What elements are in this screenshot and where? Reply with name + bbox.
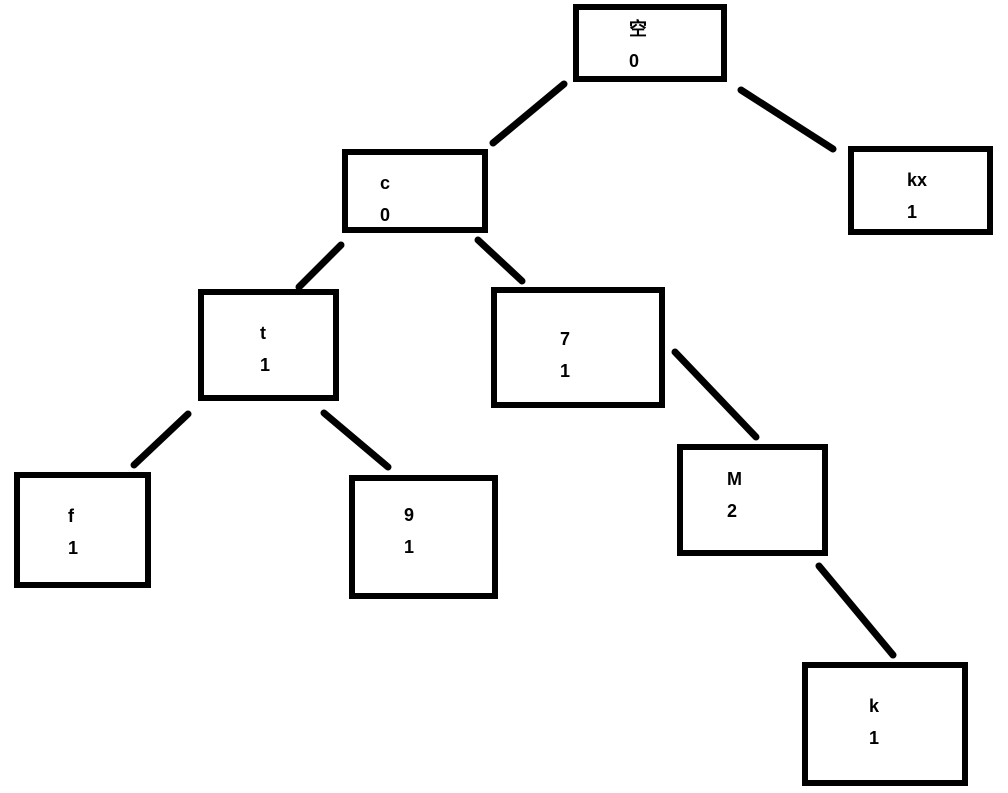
tree-edge-M-k — [815, 562, 897, 659]
node-value: 1 — [68, 538, 79, 558]
node-label: f — [68, 506, 74, 526]
node-label: 9 — [404, 505, 415, 525]
node-label: 空 — [629, 19, 647, 39]
node-value: 0 — [629, 51, 640, 71]
node-value: 1 — [560, 361, 571, 381]
tree-edge-t-f — [130, 410, 192, 469]
tree-edge-c-t — [295, 241, 345, 291]
tree-edge-c-7 — [474, 236, 526, 285]
node-value: 1 — [869, 728, 880, 748]
node-label: c — [380, 173, 391, 193]
node-label: t — [260, 323, 266, 343]
tree-edge-t-9 — [320, 409, 392, 471]
node-value: 0 — [380, 205, 391, 225]
node-label: 7 — [560, 329, 571, 349]
tree-edge-root-c — [489, 80, 568, 147]
tree-edge-7-M — [671, 348, 760, 441]
node-value: 2 — [727, 501, 738, 521]
tree-node-text: kx 1 — [907, 164, 927, 228]
node-value: 1 — [907, 202, 918, 222]
node-label: kx — [907, 170, 928, 190]
node-label: k — [869, 696, 880, 716]
tree-edge-root-kx — [737, 86, 837, 153]
node-value: 1 — [260, 355, 271, 375]
tree-node-kx: kx 1 — [848, 146, 993, 235]
node-label: M — [727, 469, 742, 489]
node-value: 1 — [404, 537, 415, 557]
